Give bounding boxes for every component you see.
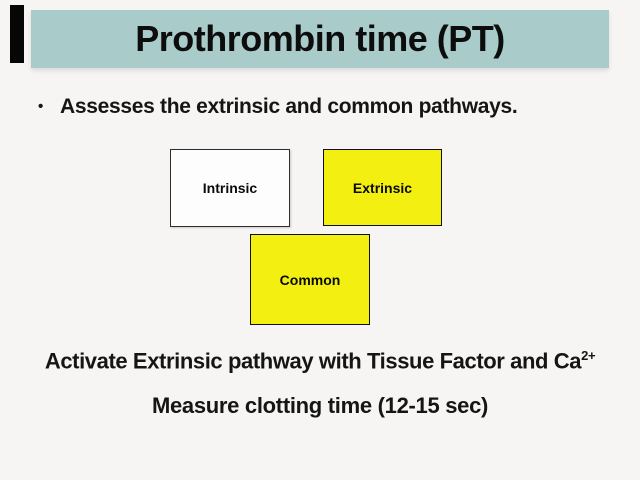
footer-line-1-text: Activate Extrinsic pathway with Tissue F…	[44, 348, 582, 374]
title-bar: Prothrombin time (PT)	[31, 10, 609, 68]
black-artifact-mark	[10, 5, 24, 63]
box-intrinsic-label: Intrinsic	[202, 180, 258, 196]
box-extrinsic-label: Extrinsic	[352, 179, 413, 196]
bullet-icon: •	[38, 98, 43, 115]
box-common-label: Common	[279, 271, 341, 288]
box-common: Common	[250, 234, 370, 325]
bullet-text: Assesses the extrinsic and common pathwa…	[59, 95, 518, 118]
box-extrinsic: Extrinsic	[323, 149, 442, 226]
footer-line-2: Measure clotting time (12-15 sec)	[151, 393, 489, 418]
footer-line-1-superscript: 2+	[581, 348, 596, 363]
footer-line-1: Activate Extrinsic pathway with Tissue F…	[0, 348, 640, 374]
bullet-row: • Assesses the extrinsic and common path…	[38, 95, 618, 119]
page-title: Prothrombin time (PT)	[135, 18, 505, 59]
box-intrinsic: Intrinsic	[170, 149, 290, 227]
